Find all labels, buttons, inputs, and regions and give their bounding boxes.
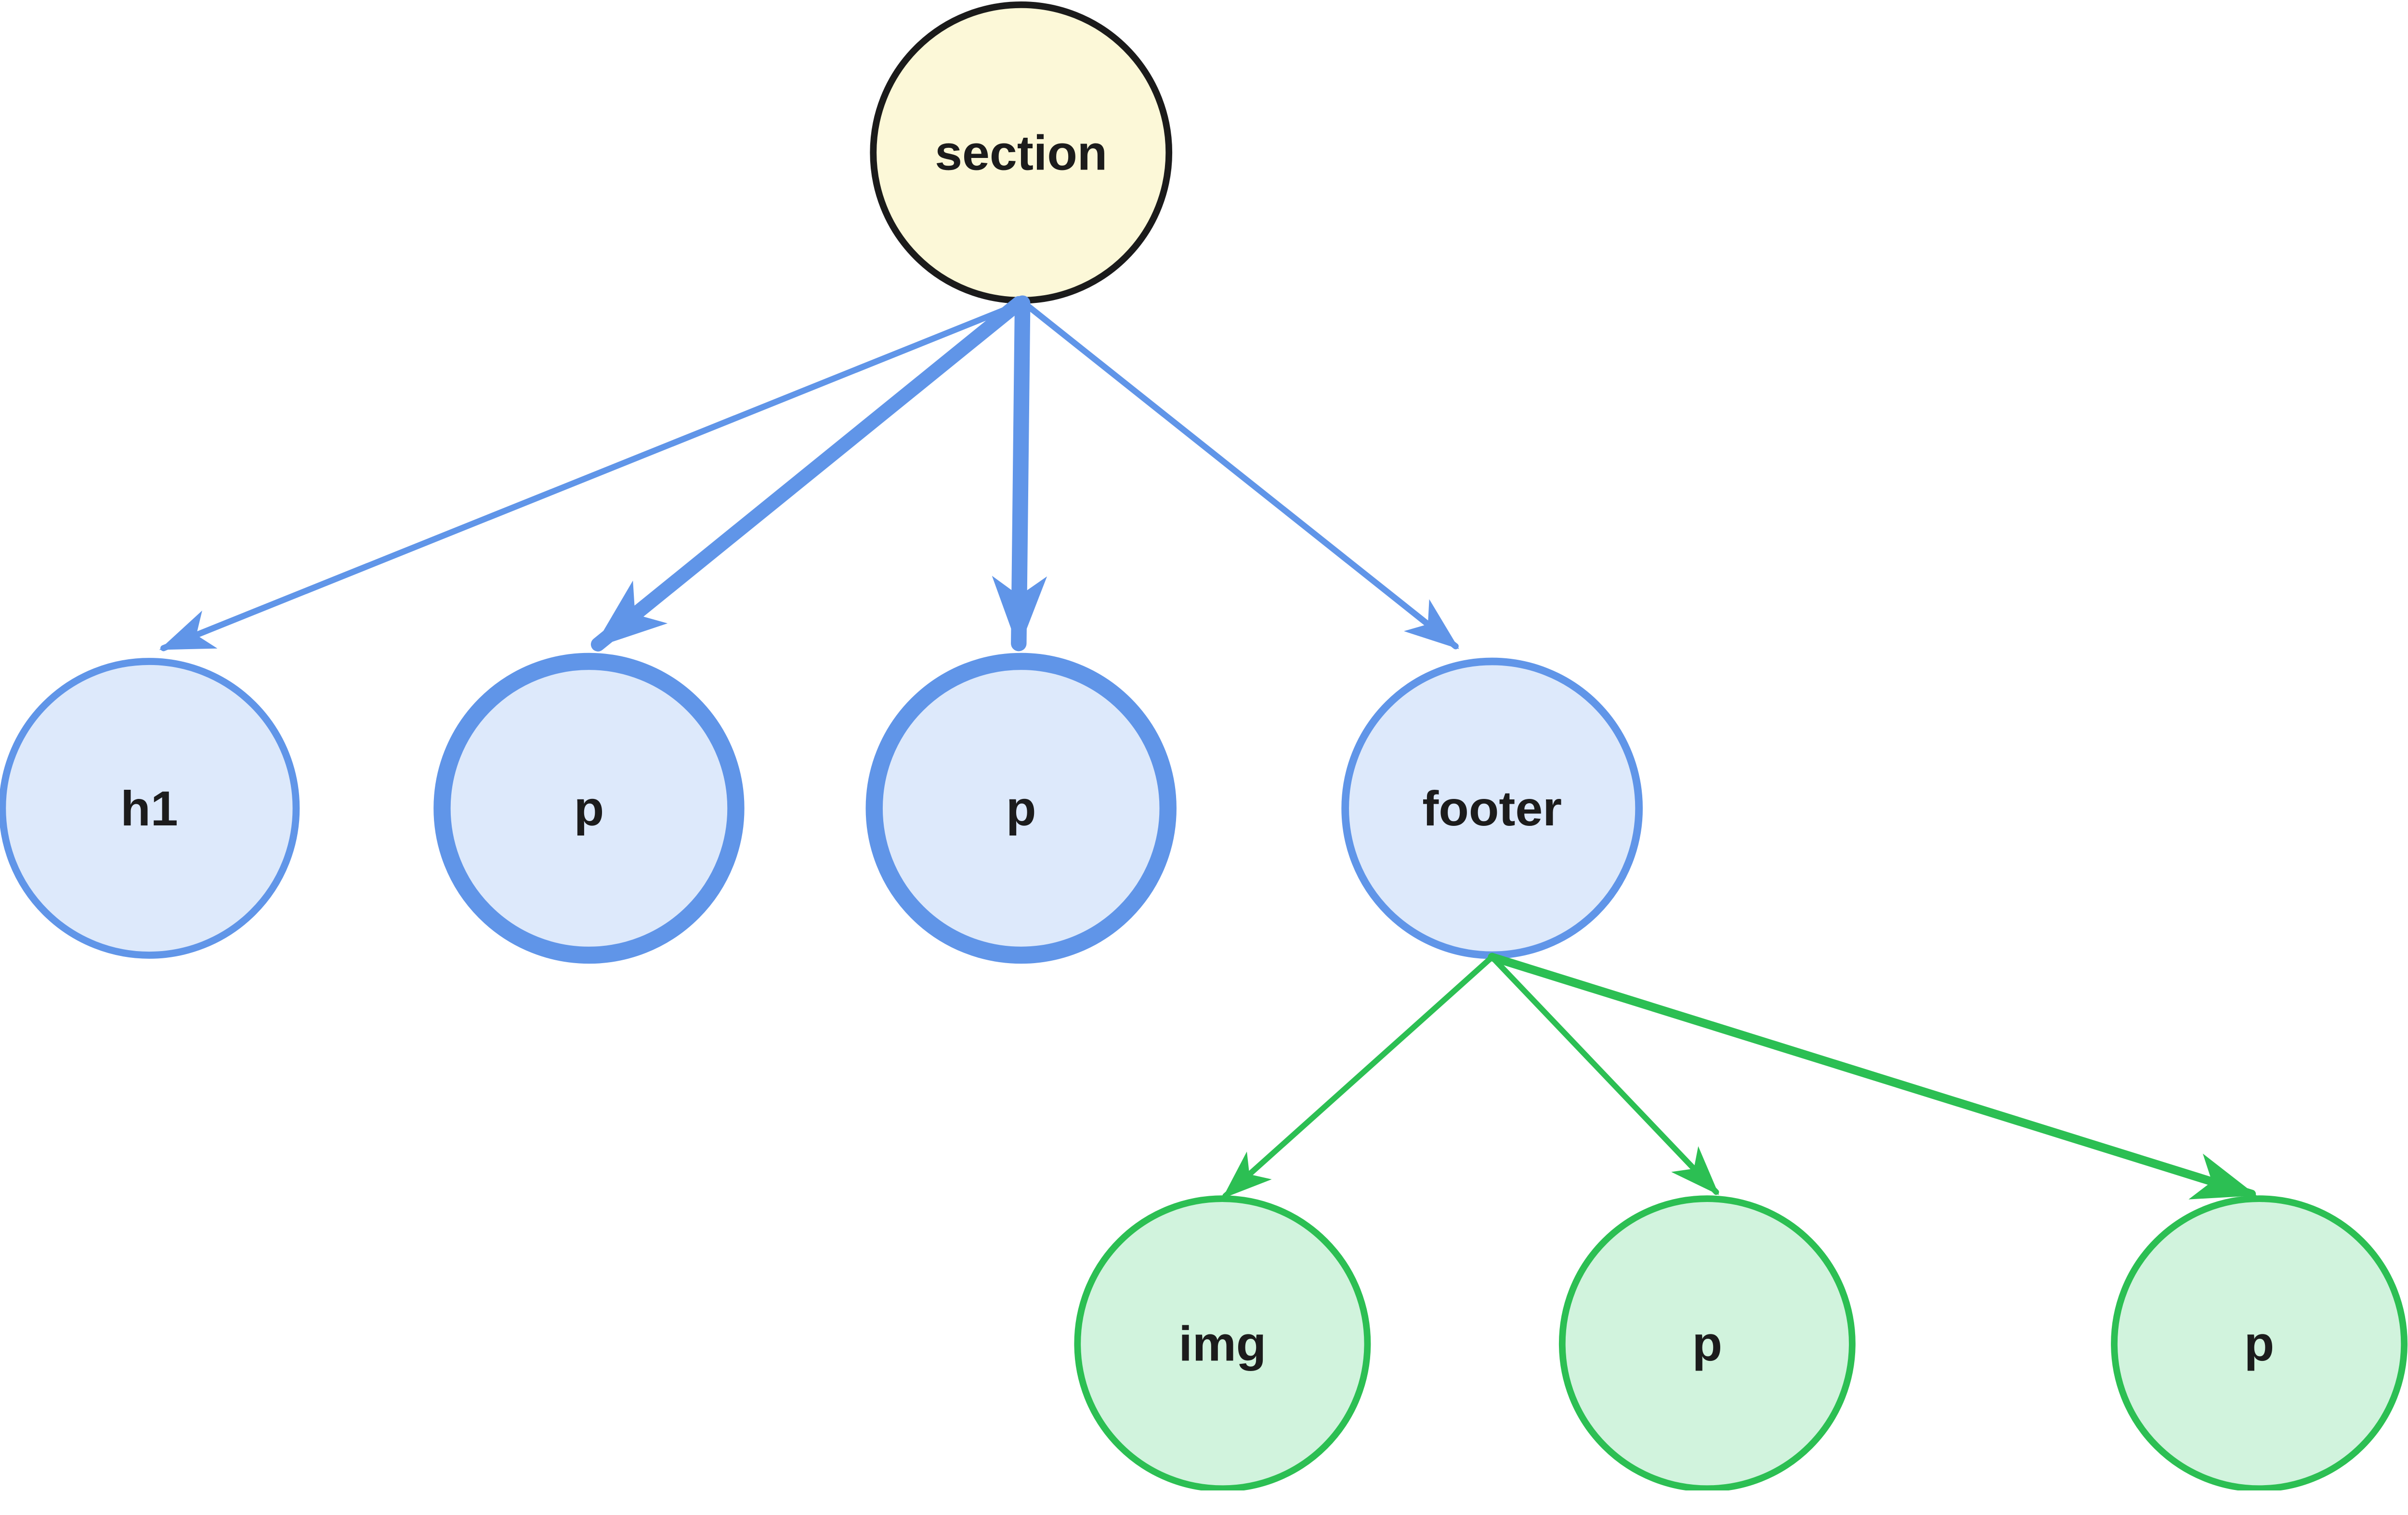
node-label-img: img [1178, 1316, 1266, 1371]
node-label-p1: p [574, 781, 604, 836]
node-label-p4: p [2244, 1316, 2274, 1371]
node-p4: p [2111, 1195, 2408, 1491]
node-label-footer: footer [1422, 781, 1562, 836]
node-circle-p1 [433, 653, 745, 964]
node-section: section [870, 1, 1173, 304]
node-circle-img [1074, 1195, 1371, 1491]
edge-footer-to-p4 [1488, 953, 2257, 1200]
edge-section-to-h1 [159, 300, 1024, 652]
edge-footer-to-img [1222, 954, 1495, 1199]
node-h1: h1 [0, 658, 300, 959]
node-p2: p [865, 653, 1177, 964]
node-circle-p3 [1559, 1195, 1856, 1491]
node-circle-p2 [865, 653, 1177, 964]
node-img: img [1074, 1195, 1371, 1491]
node-circle-p4 [2111, 1195, 2408, 1491]
edge-section-to-p1 [590, 296, 1026, 652]
node-footer: footer [1341, 657, 1643, 959]
edge-section-to-footer [1021, 300, 1459, 650]
tree-edges [159, 295, 2257, 1200]
node-circle-h1 [0, 658, 300, 959]
node-label-section: section [935, 125, 1107, 180]
node-p3: p [1559, 1195, 1856, 1491]
node-p1: p [433, 653, 745, 964]
edge-footer-to-p3 [1489, 954, 1719, 1195]
edge-section-to-p2 [992, 295, 1047, 652]
node-label-h1: h1 [120, 781, 178, 836]
node-label-p2: p [1006, 781, 1036, 836]
node-label-p3: p [1692, 1316, 1723, 1371]
